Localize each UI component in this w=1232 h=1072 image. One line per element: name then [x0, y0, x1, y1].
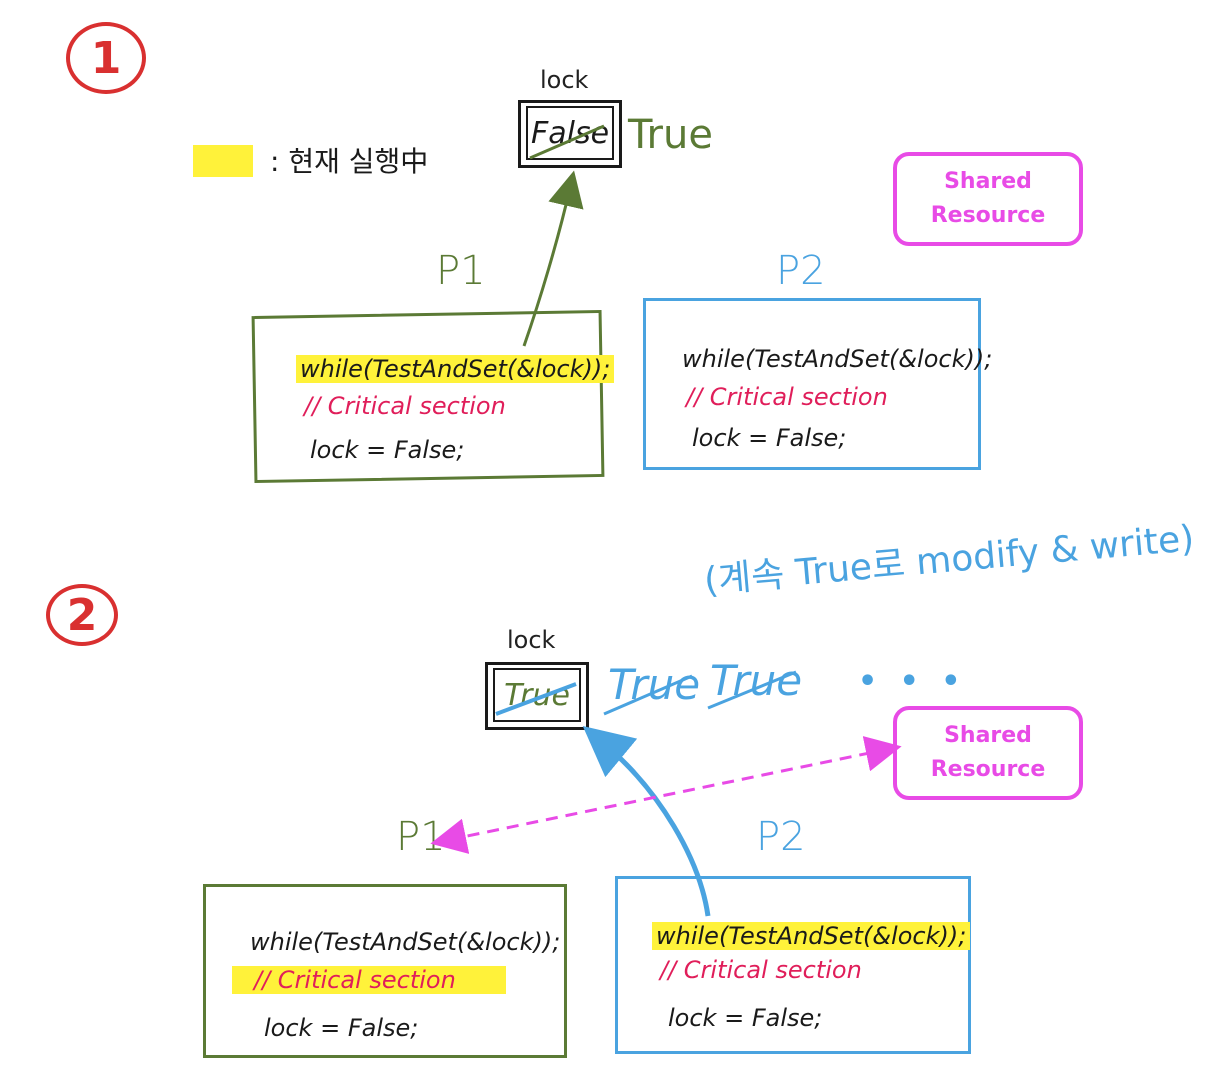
- step-2-p2-code-box: [615, 876, 971, 1054]
- step-2-badge: 2: [46, 584, 118, 646]
- step-2-lock-label: lock: [507, 626, 556, 654]
- step-1-lock-box: [518, 100, 622, 168]
- step-1-shared-resource: Shared Resource: [893, 152, 1083, 246]
- shared-resource-line-2: Resource: [930, 757, 1046, 782]
- highlight-legend-swatch: [193, 145, 253, 177]
- step-2-p2-to-lock-arrow: [582, 726, 711, 917]
- step-2-number: 2: [66, 589, 98, 641]
- step-2-true1-strike: [603, 674, 693, 716]
- step-2-p2-code-while: while(TestAndSet(&lock));: [652, 922, 971, 950]
- step-2-lock-strike: [495, 682, 577, 716]
- step-2-p1-code-critical: // Critical section: [232, 966, 506, 994]
- step-1-false-strike: [529, 124, 605, 160]
- step-2-p1-code-while: while(TestAndSet(&lock));: [250, 928, 561, 956]
- step-1-lock-new-value: True: [628, 112, 713, 158]
- step-2-ellipsis: • • •: [858, 664, 967, 699]
- step-1-p1-label: P1: [436, 248, 486, 294]
- step-1-p2-code-while: while(TestAndSet(&lock));: [682, 345, 993, 373]
- step-2-lock-new-value-2: True: [710, 656, 803, 705]
- step-2-p1-code-box: [203, 884, 567, 1058]
- step-1-p1-code-critical: // Critical section: [304, 392, 506, 420]
- step-1-p1-code-while: while(TestAndSet(&lock));: [296, 355, 615, 383]
- step-1-p1-code-release: lock = False;: [310, 436, 465, 464]
- step-1-p2-code-box: [643, 298, 981, 470]
- step-1-number: 1: [90, 32, 122, 84]
- step-2-true2-strike: [707, 670, 797, 710]
- step-2-p1-code-release: lock = False;: [264, 1014, 419, 1042]
- shared-resource-line-2: Resource: [930, 203, 1046, 228]
- step-1-lock-value: False: [526, 106, 614, 160]
- step-1-p2-code-critical: // Critical section: [686, 383, 888, 411]
- step-2-lock-box: [485, 662, 589, 730]
- step-1-p1-to-lock-arrow: [522, 170, 584, 347]
- step-1-p2-code-release: lock = False;: [692, 424, 847, 452]
- step-2-shared-p1-arrow: [430, 736, 902, 854]
- step-2-p2-code-release: lock = False;: [668, 1004, 823, 1032]
- shared-resource-line-1: Shared: [944, 723, 1032, 748]
- step-1-lock-label: lock: [540, 66, 589, 94]
- step-1-p2-label: P2: [776, 248, 826, 294]
- shared-resource-line-1: Shared: [944, 169, 1032, 194]
- step-1-badge: 1: [66, 22, 146, 94]
- step-2-p2-code-critical: // Critical section: [660, 956, 862, 984]
- step-2-lock-new-value-1: True: [608, 660, 701, 709]
- highlight-legend-text: : 현재 실행中: [270, 145, 429, 178]
